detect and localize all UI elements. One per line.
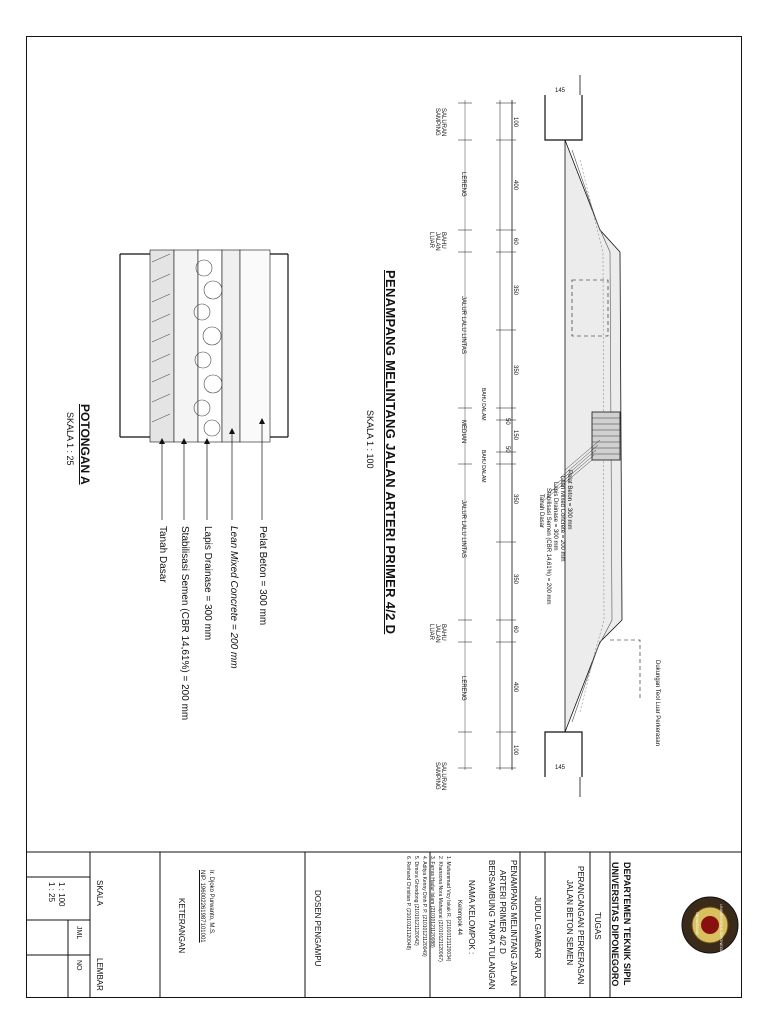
kelompok-no: Kelompok 44 xyxy=(456,900,462,936)
tugas-label: TUGAS xyxy=(593,912,602,940)
layer-label-small: Stabilisasi Semen (CBR 14,61%) = 200 mm xyxy=(545,488,551,605)
dim-value: 350 xyxy=(512,574,518,585)
keterangan-label: KETERANGAN xyxy=(177,898,186,954)
layer-label-small: Lapis Drainase = 300 mm xyxy=(552,482,558,551)
zone-label: SALURAN SAMPING xyxy=(434,108,446,137)
skala-value: 1 : 100 xyxy=(57,882,66,907)
member: 3. Farras Hadur Islam (21010121120088) xyxy=(429,856,435,948)
judul-line: PENAMPANG MELINTANG JALAN xyxy=(509,860,518,986)
judul-line: BERSAMBUNG TANPA TULANGAN xyxy=(487,860,496,990)
dim-value: 50 xyxy=(504,418,510,425)
layer-label-small: Pelat Beton = 300 mm xyxy=(566,470,572,530)
dim-value: 100 xyxy=(512,745,518,756)
tugas-line: PERANCANGAN PERKERASAN xyxy=(576,866,585,985)
zone-label: SALURAN SAMPING xyxy=(434,762,446,791)
zone-label: LERENG xyxy=(460,676,466,701)
dim-value: 100 xyxy=(512,117,518,128)
dim-value: 400 xyxy=(512,682,518,693)
dim-value: 150 xyxy=(512,430,518,441)
zone-label: BAHU JALAN LUAR xyxy=(428,624,446,643)
layer-label-small: Tanah Dasar xyxy=(538,494,544,529)
member: 4. Aditya Kenny Dinh P. P. (210101211200… xyxy=(421,856,427,957)
layer-label: Lean Mixed Concrete = 200 mm xyxy=(228,526,239,669)
dim-value: 350 xyxy=(512,285,518,296)
dim-value: 350 xyxy=(512,494,518,505)
zone-label: LERENG xyxy=(460,172,466,197)
bottom-dim: 145 xyxy=(555,765,566,771)
dim-value: 50 xyxy=(504,446,510,453)
dim-value: 350 xyxy=(512,365,518,376)
jml-label: JML xyxy=(75,926,82,940)
lembar-label: LEMBAR xyxy=(95,958,104,991)
main-scale: SKALA 1 : 100 xyxy=(365,410,375,469)
dosen-name: Ir. Djoko Purwanto, M.S. xyxy=(208,870,214,935)
dosen-nip: NIP. 196002261987101001 xyxy=(199,870,205,943)
layer-label: Lapis Drainase = 300 mm xyxy=(202,526,213,641)
zone-label: MEDIAN xyxy=(460,420,466,444)
logo-text: SEMARANG xyxy=(695,912,700,935)
top-dim: 145 xyxy=(555,88,566,94)
dosen-label: DOSEN PENGAMPU xyxy=(313,890,322,967)
member: 5. Dimora Ghondong (21010121120042) xyxy=(413,856,419,946)
university: UNIVERSITAS DIPONEGORO xyxy=(610,862,620,987)
judul-line: ARTERI PRIMER 4/2 D xyxy=(498,870,507,954)
main-title: PENAMPANG MELINTANG JALAN ARTERI PRIMER … xyxy=(383,270,398,635)
department: DEPARTEMEN TEKNIK SIPIL xyxy=(622,862,632,986)
dim-value: 60 xyxy=(512,238,518,245)
drawing-sheet xyxy=(26,36,742,998)
judul-label: JUDUL GAMBAR xyxy=(533,896,542,959)
zone-label: JALUR LALU LINTAS xyxy=(460,500,466,558)
section-scale: SKALA 1 : 25 xyxy=(65,412,75,466)
dim-value: 60 xyxy=(512,626,518,633)
layer-label: Tanah Dasar xyxy=(157,526,168,583)
member: 2. Khansona Nora Mahaprai (2101012112006… xyxy=(437,856,443,962)
zone-label-small: BAHU DALAM xyxy=(480,388,486,421)
zone-label: BAHU JALAN LUAR xyxy=(428,232,446,251)
member: 1. Muhammad Vicy Iskak R. (2101012112003… xyxy=(445,856,451,962)
section-title: POTONGAN A xyxy=(78,404,92,485)
zone-label-small: BAHU DALAM xyxy=(480,450,486,483)
layer-label: Stabilisasi Semen (CBR 14,61%) = 200 mm xyxy=(179,526,190,721)
skala-label: SKALA xyxy=(95,880,104,906)
skala-value: 1 : 25 xyxy=(47,882,56,903)
dim-value: 400 xyxy=(512,180,518,191)
tugas-line: JALAN BETON SEMEN xyxy=(565,880,574,966)
logo-text: UNIVERSITAS DIPONEGORO xyxy=(719,904,724,960)
no-label: NO xyxy=(75,960,82,971)
zone-label: JALUR LALU LINTAS xyxy=(460,296,466,354)
member: 6. Reihand Christian P. (21010121120048) xyxy=(405,856,411,951)
layer-label: Pelat Beton = 300 mm xyxy=(257,526,268,626)
layer-label-small: Lean Mixed Concrete = 200 mm xyxy=(559,476,565,562)
note-label: Dukungan Teol Luar Perkerasan xyxy=(654,660,660,746)
kelompok-label: NAMA KELOMPOK : xyxy=(467,880,476,955)
